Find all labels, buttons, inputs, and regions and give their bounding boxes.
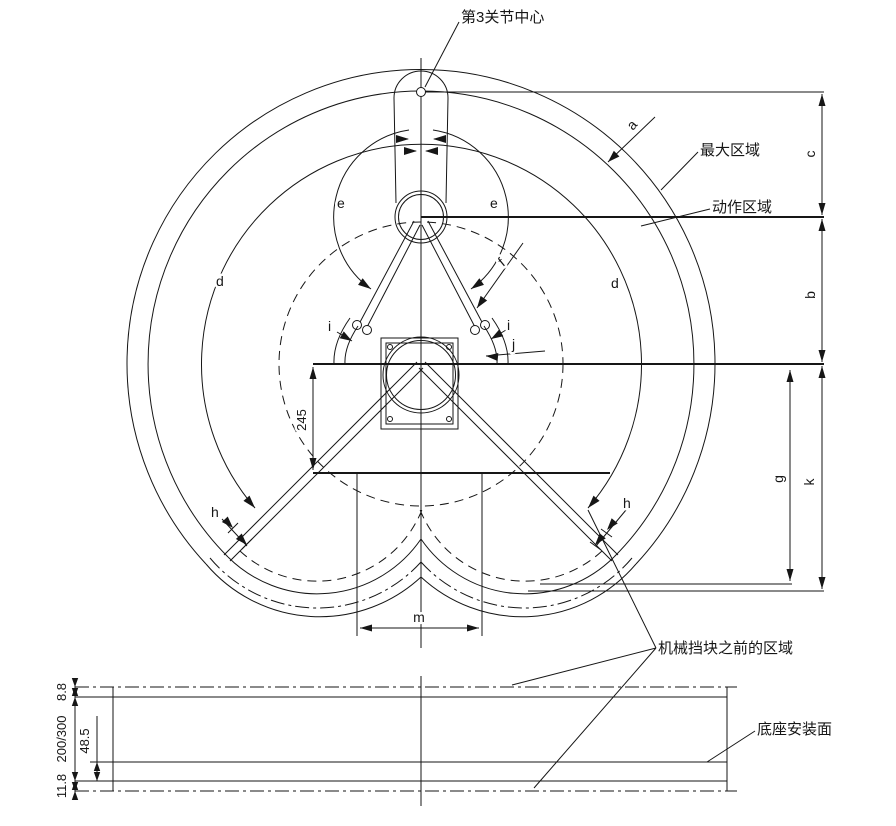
max-area-circle (126, 68, 716, 565)
d-arc-arrow-right (588, 495, 600, 508)
dim-d-label-right: d (611, 275, 619, 291)
mech-stop-area-label: 机械挡块之前的区域 (658, 640, 793, 657)
hand-sweep-arcs (333, 317, 509, 365)
side-chain-dim-arrows (71, 678, 79, 800)
dim-c-label: c (802, 151, 818, 158)
joint3-stop-mark (352, 320, 362, 330)
arm-up-cap (393, 70, 449, 99)
dim-e-label-right: e (490, 195, 498, 211)
i-arrow-left (339, 331, 352, 341)
base-mount-label: 底座安装面 (757, 721, 832, 738)
motion-area-arc-d (201, 143, 642, 509)
heart-dashdot-left (209, 557, 422, 609)
dim-11-8-label: 11.8 (54, 774, 69, 798)
dim-m-label: m (413, 609, 425, 625)
h-arrow (607, 518, 618, 530)
top-offset-arrow (404, 147, 417, 155)
dim-8-8-label: 8.8 (54, 683, 69, 701)
bolt-hole (387, 416, 393, 422)
dim-245-label: 245 (294, 409, 309, 431)
top-offset-arrow (433, 135, 446, 143)
i-arrow-right (491, 329, 504, 339)
dim-h-label-right: h (623, 495, 631, 511)
heart-inner-right (420, 538, 615, 595)
max-area-leader (660, 151, 699, 191)
mech-stop-leaders (511, 509, 657, 789)
top-offset-arrow (396, 135, 409, 143)
side-body-lines (75, 696, 727, 782)
h-arrow (595, 533, 606, 545)
base-column-outer (382, 336, 460, 414)
joint3-stop-mark (480, 320, 490, 330)
heart-inner-left (227, 538, 422, 595)
e-arc-right (432, 129, 509, 290)
top-view (126, 58, 824, 648)
joint3-stop-mark (470, 325, 480, 335)
side-envelope-dashdot-lines (75, 686, 737, 792)
motion-area-label: 动作区域 (712, 199, 772, 216)
dim-h-label-left: h (211, 504, 219, 520)
dimensions (221, 94, 826, 632)
bolt-hole (446, 416, 452, 422)
h-arrow (221, 516, 233, 528)
dim-48-5-label: 48.5 (77, 728, 92, 753)
base-flange-inner (385, 342, 454, 425)
side-body-edges (112, 687, 728, 791)
base-mount-leader (706, 730, 756, 763)
dim-48-5-arrow (93, 772, 101, 781)
base-column-inner (386, 340, 456, 410)
a-arrow (608, 150, 620, 162)
bolt-hole (387, 344, 393, 350)
joint2-inner-circle (398, 194, 444, 240)
labels: 第3关节中心 最大区域 动作区域 机械挡块之前的区域 底座安装面 a b c d… (52, 8, 833, 801)
inner-dashed-envelope-circle (278, 221, 564, 507)
top-offset-arrow (425, 147, 438, 155)
joint3-center-label: 第3关节中心 (461, 8, 544, 26)
h-arrow (235, 533, 247, 545)
j-arrow (486, 353, 499, 362)
heart-dashed-left (239, 506, 424, 582)
heart-outer-left (205, 563, 422, 618)
dim-i-label-right: i (507, 317, 510, 333)
dim-j-label: j (511, 336, 515, 352)
joint3-stop-mark (362, 325, 372, 335)
dim-b-label: b (802, 291, 818, 299)
f-leader (476, 242, 524, 309)
joint2-outer-circle (394, 190, 448, 244)
joint3-center-mark (416, 87, 426, 97)
m-strip-edges (356, 473, 483, 636)
annotation-leaders (424, 21, 756, 789)
dim-a-label: a (623, 117, 640, 133)
motion-area-leader (640, 208, 711, 227)
arm2-stop-lines (358, 220, 484, 330)
heart-dashed-right (418, 506, 603, 582)
dim-e-label-left: e (337, 195, 345, 211)
dim-i-label-left: i (328, 318, 331, 334)
f-arrow (477, 295, 488, 308)
e-arrow-left (358, 278, 371, 289)
max-area-label: 最大区域 (700, 142, 760, 159)
heart-outer-right (420, 563, 637, 618)
dim-200-300-label: 200/300 (54, 716, 69, 763)
dim-48-5-arrow (93, 762, 101, 771)
dim-g-label: g (770, 475, 786, 483)
joint3-leader (424, 21, 460, 88)
lower-extension-lines (528, 583, 824, 592)
dim-d-label-left: d (216, 273, 224, 289)
heart-dashdot-right (420, 557, 633, 609)
arm-up-sides (393, 97, 449, 204)
e-arc-left (333, 129, 410, 290)
arm1-stop-arms (223, 361, 619, 562)
dim-k-label: k (801, 478, 817, 486)
e-arrow-right (471, 278, 484, 289)
d-arc-arrow-left (243, 495, 255, 508)
side-view (71, 676, 737, 806)
